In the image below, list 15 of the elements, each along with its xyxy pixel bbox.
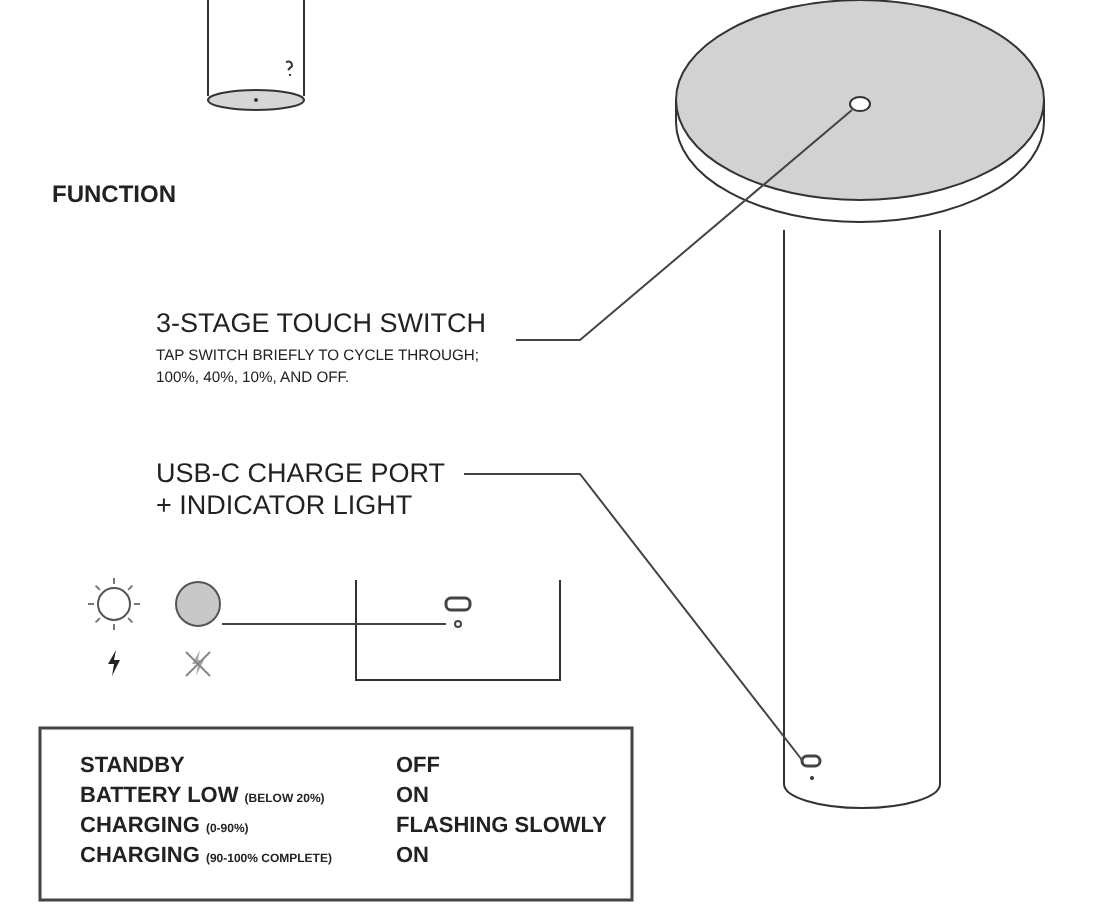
status-cell: FLASHING SLOWLY bbox=[396, 814, 607, 840]
section-heading: FUNCTION bbox=[52, 180, 176, 208]
usb-c-port bbox=[800, 754, 822, 768]
leader-line bbox=[221, 623, 447, 625]
touch-switch bbox=[849, 96, 871, 112]
status-cell: ON bbox=[396, 844, 429, 870]
usb-c-port bbox=[444, 596, 472, 612]
status-cell: OFF bbox=[396, 754, 440, 780]
leader-line bbox=[463, 473, 803, 761]
callout-heading: 3-STAGE TOUCH SWITCH bbox=[156, 308, 486, 340]
leader-line bbox=[515, 109, 853, 341]
callout-text: USB-C CHARGE PORT + INDICATOR LIGHT bbox=[156, 458, 456, 522]
status-cell: ON bbox=[396, 784, 429, 810]
state-cell: STANDBY bbox=[80, 754, 185, 780]
indicator-light bbox=[175, 581, 221, 627]
